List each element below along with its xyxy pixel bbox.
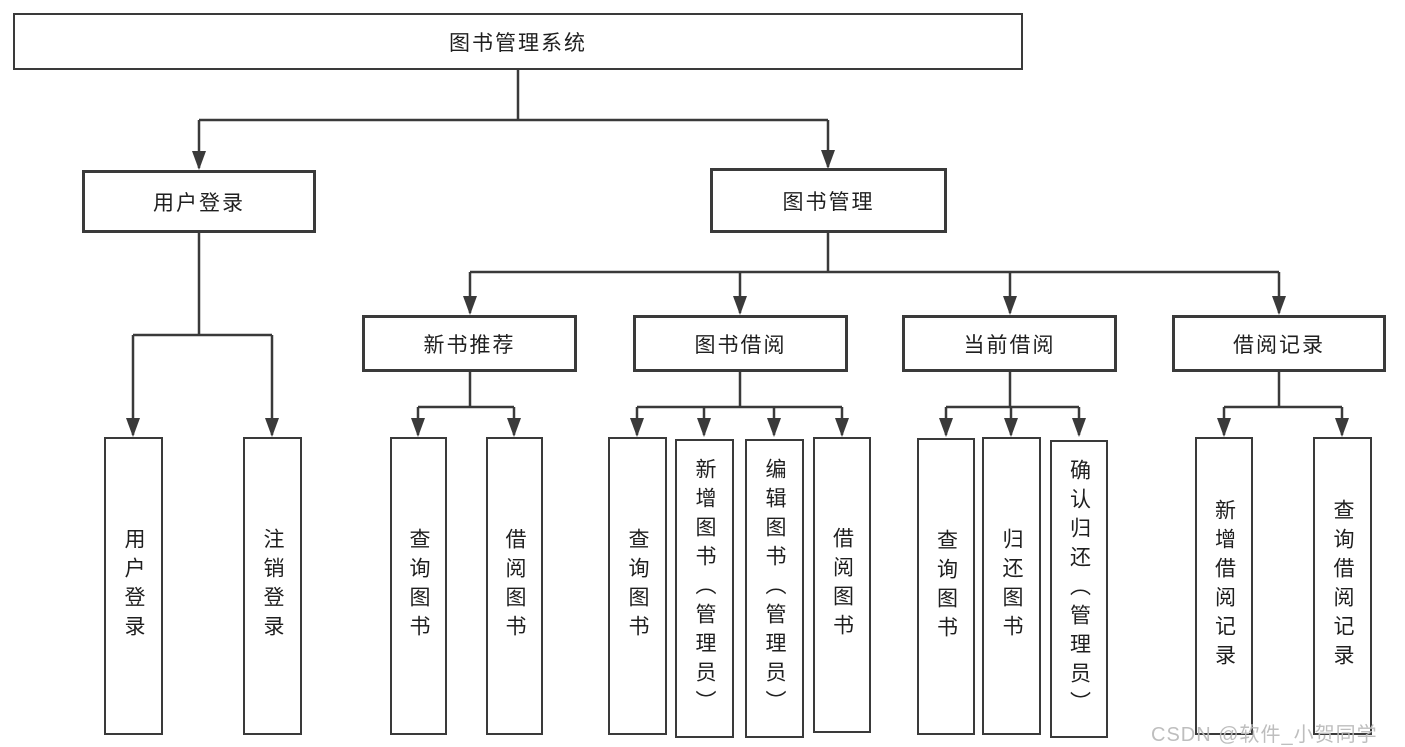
leaf-return-books: 归还图书 bbox=[982, 437, 1041, 735]
node-label: 查询图书 bbox=[626, 528, 649, 644]
node-borrow-records: 借阅记录 bbox=[1172, 315, 1386, 372]
leaf-logout: 注销登录 bbox=[243, 437, 302, 735]
arrowhead-icons bbox=[126, 150, 1349, 437]
leaf-user-login: 用户登录 bbox=[104, 437, 163, 735]
leaf-query-books-recommend: 查询图书 bbox=[390, 437, 447, 735]
node-new-book-recommend: 新书推荐 bbox=[362, 315, 577, 372]
node-label: 归还图书 bbox=[1000, 528, 1023, 644]
node-label: 查询借阅记录 bbox=[1331, 499, 1354, 673]
node-label: 新书推荐 bbox=[423, 333, 516, 357]
node-label: 查询图书 bbox=[934, 528, 958, 645]
node-label: 新增图书（管理员） bbox=[693, 458, 716, 719]
leaf-query-borrow-record: 查询借阅记录 bbox=[1313, 437, 1372, 735]
node-label: 借阅记录 bbox=[1233, 333, 1325, 357]
node-library-system: 图书管理系统 bbox=[13, 13, 1023, 70]
node-label: 借阅图书 bbox=[503, 528, 526, 644]
leaf-add-borrow-record: 新增借阅记录 bbox=[1195, 437, 1253, 735]
leaf-confirm-return-admin: 确认归还（管理员） bbox=[1050, 440, 1108, 738]
node-book-management: 图书管理 bbox=[710, 168, 947, 233]
node-label: 图书管理 bbox=[782, 190, 875, 214]
node-label: 图书管理系统 bbox=[449, 31, 587, 55]
node-label: 编辑图书（管理员） bbox=[763, 458, 786, 719]
node-current-borrowing: 当前借阅 bbox=[902, 315, 1117, 372]
leaf-edit-books-admin: 编辑图书（管理员） bbox=[745, 439, 804, 738]
node-label: 用户登录 bbox=[122, 528, 145, 644]
leaf-query-books-borrowing: 查询图书 bbox=[608, 437, 667, 735]
node-user-login: 用户登录 bbox=[82, 170, 316, 233]
node-label: 当前借阅 bbox=[963, 333, 1056, 357]
node-label: 查询图书 bbox=[407, 528, 430, 644]
watermark-text: CSDN @软件_小贺同学 bbox=[1151, 724, 1378, 746]
leaf-query-books-current: 查询图书 bbox=[917, 438, 975, 735]
leaf-borrow-books-borrowing: 借阅图书 bbox=[813, 437, 871, 733]
node-label: 借阅图书 bbox=[830, 527, 854, 643]
node-label: 新增借阅记录 bbox=[1212, 499, 1236, 673]
leaf-add-books-admin: 新增图书（管理员） bbox=[675, 439, 734, 738]
node-label: 注销登录 bbox=[261, 528, 284, 644]
node-label: 图书借阅 bbox=[694, 333, 787, 357]
node-label: 用户登录 bbox=[153, 191, 245, 215]
leaf-borrow-books-recommend: 借阅图书 bbox=[486, 437, 543, 735]
node-label: 确认归还（管理员） bbox=[1067, 458, 1091, 720]
node-book-borrowing: 图书借阅 bbox=[633, 315, 848, 372]
